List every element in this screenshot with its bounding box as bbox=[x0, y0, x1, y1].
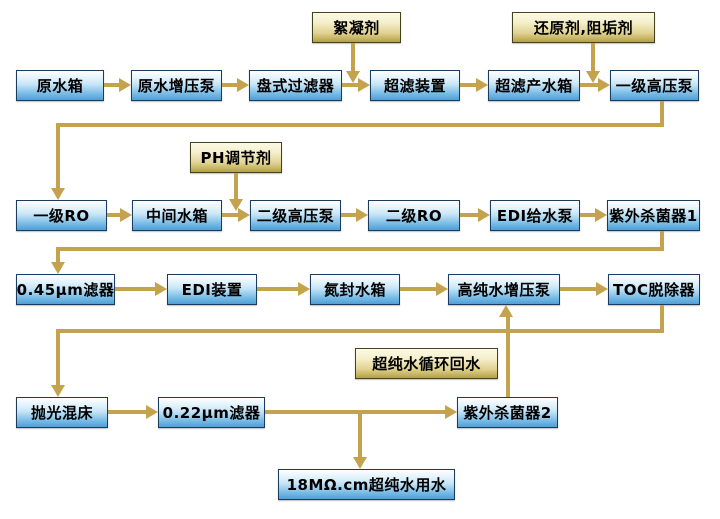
connector-loop2-horizontal bbox=[56, 247, 664, 251]
node-toc-remover: TOC脱除器 bbox=[608, 274, 700, 305]
arrowhead-mixedbed-to-filter022 bbox=[146, 405, 158, 419]
arrowhead-n2tank-to-hpbooster bbox=[436, 282, 448, 296]
connector-loop1-right-vertical bbox=[660, 101, 664, 127]
node-filter-0-45um: 0.45μm滤器 bbox=[16, 274, 115, 305]
node-second-stage-hp-pump: 二级高压泵 bbox=[250, 200, 341, 231]
node-high-purity-booster-pump: 高纯水增压泵 bbox=[448, 274, 560, 305]
connector-mixedbed-to-filter022 bbox=[108, 410, 147, 414]
node-edi-feed-pump: EDI给水泵 bbox=[490, 200, 580, 231]
node-polishing-mixed-bed: 抛光混床 bbox=[16, 397, 108, 428]
connector-edi-to-n2tank bbox=[257, 287, 299, 291]
arrowhead-filter045-to-edi bbox=[155, 282, 167, 296]
connector-filter022-to-uv2 bbox=[265, 410, 446, 414]
connector-hppump2-to-ro2 bbox=[341, 213, 357, 217]
connector-edipump-to-uv1 bbox=[580, 213, 596, 217]
arrowhead-discfilter-to-uf bbox=[358, 78, 370, 92]
node-ultrafiltration-unit: 超滤装置 bbox=[370, 70, 460, 101]
connector-uftank-to-hppump1 bbox=[580, 83, 599, 87]
arrowhead-loop3-into-mixedbed bbox=[51, 385, 65, 397]
arrowhead-edipump-to-uv1 bbox=[595, 208, 607, 222]
node-first-stage-hp-pump: 一级高压泵 bbox=[610, 70, 699, 101]
connector-hpbooster-to-toc bbox=[560, 287, 597, 291]
connector-loop2-right-vertical bbox=[660, 231, 664, 251]
connector-loop2-left-vertical bbox=[56, 247, 60, 263]
connector-ro1-to-midtank bbox=[107, 213, 121, 217]
arrowhead-ro1-to-midtank bbox=[120, 208, 132, 222]
arrowhead-uftank-to-hppump1 bbox=[598, 78, 610, 92]
arrowhead-midtank-to-hppump2 bbox=[238, 208, 250, 222]
connector-ph-dosing bbox=[234, 173, 238, 200]
connector-loop3-left-vertical bbox=[56, 329, 60, 385]
connector-filter045-to-edi bbox=[115, 287, 156, 291]
connector-reducer-dosing bbox=[591, 43, 595, 72]
connector-loop1-horizontal bbox=[56, 123, 664, 127]
node-edi-unit: EDI装置 bbox=[167, 274, 257, 305]
arrowhead-loop1-into-ro1 bbox=[51, 188, 65, 200]
arrowhead-loop2-into-filter045 bbox=[51, 262, 65, 274]
arrowhead-hppump2-to-ro2 bbox=[356, 208, 368, 222]
connector-uf-to-uftank bbox=[460, 83, 477, 87]
connector-flocculant-dosing bbox=[351, 43, 355, 72]
arrowhead-reducer-dosing bbox=[586, 71, 600, 83]
connector-discfilter-to-uf bbox=[342, 83, 359, 87]
arrowhead-ph-dosing bbox=[229, 199, 243, 211]
arrowhead-rawpump-to-discfilter bbox=[237, 78, 249, 92]
connector-midtank-to-hppump2 bbox=[222, 213, 239, 217]
node-raw-water-tank: 原水箱 bbox=[16, 70, 104, 101]
arrowhead-rawtank-to-rawpump bbox=[119, 78, 131, 92]
node-first-stage-ro: 一级RO bbox=[16, 200, 107, 231]
connector-loop3-horizontal bbox=[56, 329, 664, 333]
connector-rawpump-to-discfilter bbox=[222, 83, 239, 87]
node-intermediate-water-tank: 中间水箱 bbox=[132, 200, 222, 231]
node-ultrapure-circulation-return: 超纯水循环回水 bbox=[355, 348, 498, 379]
node-filter-0-22um: 0.22μm滤器 bbox=[158, 397, 265, 428]
arrowhead-branch-to-usepoint bbox=[353, 457, 367, 469]
connector-n2tank-to-hpbooster bbox=[400, 287, 437, 291]
arrowhead-uf-to-uftank bbox=[476, 78, 488, 92]
node-second-stage-ro: 二级RO bbox=[368, 200, 460, 231]
node-uv-sterilizer-2: 紫外杀菌器2 bbox=[457, 397, 558, 428]
connector-rawtank-to-rawpump bbox=[104, 83, 121, 87]
node-ultrapure-water-use-point: 18MΩ.cm超纯水用水 bbox=[278, 469, 455, 500]
arrowhead-filter022-to-uv2 bbox=[445, 405, 457, 419]
connector-loop1-left-vertical bbox=[56, 123, 60, 188]
node-raw-water-booster-pump: 原水增压泵 bbox=[131, 70, 222, 101]
arrowhead-edi-to-n2tank bbox=[298, 282, 310, 296]
connector-loop3-right-vertical bbox=[660, 305, 664, 333]
node-ph-adjuster: PH调节剂 bbox=[190, 142, 282, 173]
connector-return-vertical bbox=[506, 317, 510, 397]
node-uf-product-water-tank: 超滤产水箱 bbox=[488, 70, 580, 101]
node-uv-sterilizer-1: 紫外杀菌器1 bbox=[607, 200, 700, 231]
node-flocculant: 絮凝剂 bbox=[312, 12, 401, 43]
connector-branch-to-usepoint bbox=[358, 412, 362, 457]
connector-ro2-to-edipump bbox=[460, 213, 479, 217]
arrowhead-return-into-hpbooster bbox=[499, 305, 513, 317]
node-reducer-antiscalant: 还原剂,阻垢剂 bbox=[512, 12, 655, 43]
arrowhead-hpbooster-to-toc bbox=[596, 282, 608, 296]
node-nitrogen-sealed-tank: 氮封水箱 bbox=[310, 274, 400, 305]
arrowhead-ro2-to-edipump bbox=[478, 208, 490, 222]
node-disc-filter: 盘式过滤器 bbox=[249, 70, 342, 101]
arrowhead-flocculant-dosing bbox=[346, 71, 360, 83]
